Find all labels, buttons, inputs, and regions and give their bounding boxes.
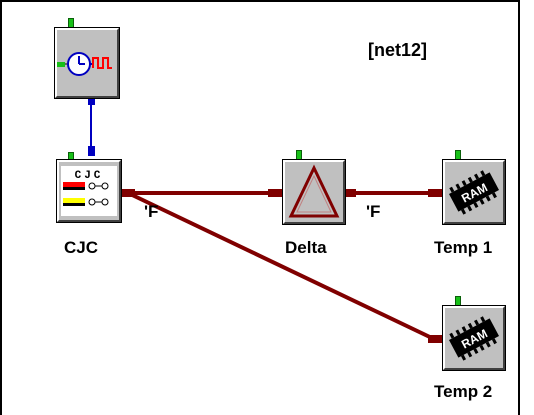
clock-generator-icon [57,52,112,76]
ram-chip-icon: RAM [448,316,500,361]
temp2-block[interactable]: RAM [442,305,506,371]
canvas-frame [0,0,520,415]
delta-icon [288,164,340,218]
cjc-block[interactable]: CJC [56,159,122,223]
ram-chip-icon: RAM [448,170,500,215]
temp1-label: Temp 1 [434,238,493,257]
svg-text:CJC: CJC [75,170,104,182]
cjc-clock-input-port [88,146,95,156]
delta-unit-label: 'F [366,202,381,221]
temp2-input-port [428,335,442,343]
temp1-input-port [428,189,442,197]
cjc-unit-label: 'F [144,202,159,221]
temp2-label: Temp 2 [434,382,493,401]
clock-enable-port [68,18,74,28]
delta-enable-port [296,150,302,160]
delta-label: Delta [285,238,327,257]
cjc-icon: CJC [61,166,117,216]
wire-cjc-to-temp2[interactable] [127,191,435,341]
temp2-enable-port [455,296,461,306]
delta-input-port [268,189,282,197]
cjc-output-port [119,189,135,197]
network-title: [net12] [368,40,428,60]
temp1-block[interactable]: RAM [442,159,506,225]
delta-block[interactable] [282,159,346,225]
temp1-enable-port [455,150,461,160]
delta-output-port [342,189,356,197]
clock-output-port [88,97,95,105]
clock-block[interactable] [54,27,120,99]
cjc-label: CJC [64,238,99,257]
